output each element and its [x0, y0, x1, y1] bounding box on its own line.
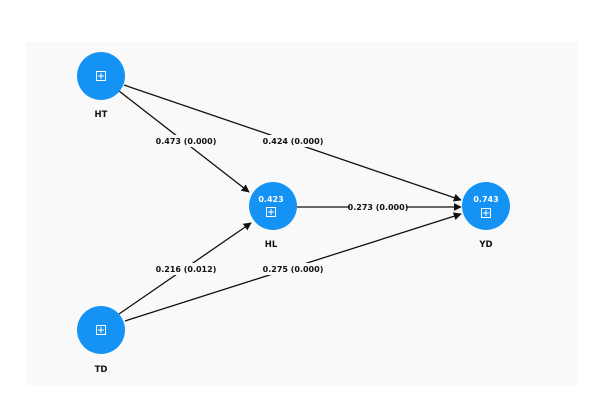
plus-square-icon[interactable]	[96, 71, 106, 81]
node-td-label: TD	[95, 365, 108, 375]
node-hl-value: 0.423	[258, 195, 283, 204]
edge-label-ht-hl: 0.473 (0.000)	[156, 137, 217, 146]
node-ht-label: HT	[95, 110, 108, 120]
edge-label-hl-yd: 0.273 (0.000)	[348, 203, 409, 212]
node-yd[interactable]: 0.743 YD	[462, 182, 510, 250]
node-yd-value: 0.743	[473, 195, 498, 204]
edge-label-td-hl: 0.216 (0.012)	[156, 265, 217, 274]
node-ht[interactable]: HT	[77, 52, 125, 120]
edge-labels: 0.473 (0.000) 0.424 (0.000) 0.273 (0.000…	[156, 135, 409, 275]
plus-square-icon[interactable]	[96, 325, 106, 335]
edge-label-td-yd: 0.275 (0.000)	[263, 265, 324, 274]
node-hl-label: HL	[265, 240, 278, 250]
plus-square-icon[interactable]	[266, 207, 276, 217]
node-yd-label: YD	[478, 240, 492, 250]
edge-label-ht-yd: 0.424 (0.000)	[263, 137, 324, 146]
node-hl[interactable]: 0.423 HL	[249, 182, 297, 250]
plus-square-icon[interactable]	[481, 208, 491, 218]
node-td[interactable]: TD	[77, 306, 125, 375]
